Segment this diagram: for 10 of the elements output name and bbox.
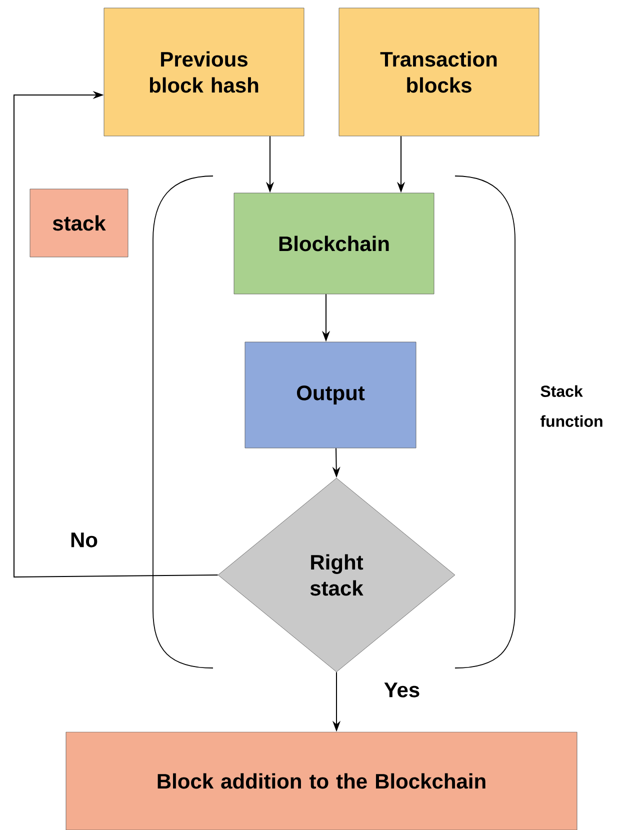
process-box: Block addition to the Blockchain (66, 732, 578, 830)
process-box: Transaction blocks (338, 8, 540, 136)
arrow (14, 90, 218, 578)
side-label: Stack function (540, 385, 602, 427)
edge-label: Yes (382, 682, 422, 698)
process-box: stack (30, 188, 128, 258)
edge-label: No (69, 532, 99, 548)
process-box: Blockchain (234, 192, 434, 294)
process-box: Output (244, 342, 416, 448)
process-box: Previous block hash (104, 8, 304, 136)
